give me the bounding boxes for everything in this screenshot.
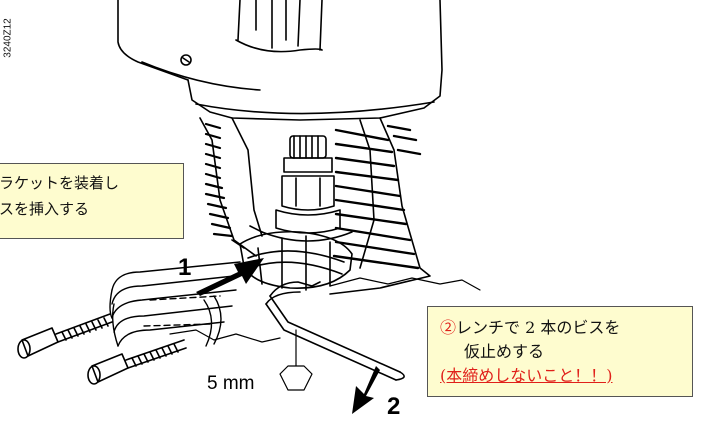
valve-stem-coupling	[261, 135, 353, 242]
cooling-fins-right	[332, 124, 422, 270]
arrow-step2	[352, 366, 380, 414]
dimension-leader	[279, 329, 313, 391]
step-marker: ②	[440, 318, 457, 337]
torn-background	[169, 277, 481, 343]
cooling-fins-left	[204, 122, 234, 238]
note-right-callout: ②レンチで 2 本のビスを 仮止めする (本締めしないこと！！)	[427, 306, 693, 397]
allen-wrench	[265, 281, 405, 381]
actuator-housing	[117, 0, 443, 121]
note-right-warning: (本締めしないこと！！)	[440, 366, 613, 385]
yoke-frame	[199, 117, 431, 295]
note-right-line2: 仮止めする	[464, 342, 545, 361]
screw-left	[17, 313, 113, 359]
step2-label: 2	[387, 393, 401, 420]
screw-right	[87, 339, 187, 385]
note-left-line2: スを挿入する	[0, 200, 90, 218]
u-bolt-bracket	[109, 261, 241, 347]
arrow-step1	[196, 258, 264, 296]
note-left-line1: ラケットを装着し	[0, 174, 120, 192]
step1-label: 1	[178, 254, 192, 281]
document-code: 3240Z12	[2, 18, 14, 58]
note-right-line1: ②レンチで 2 本のビスを	[440, 318, 621, 337]
note-left-callout: ラケットを装着し スを挿入する	[0, 163, 184, 239]
dimension-label: 5 mm	[207, 373, 255, 394]
